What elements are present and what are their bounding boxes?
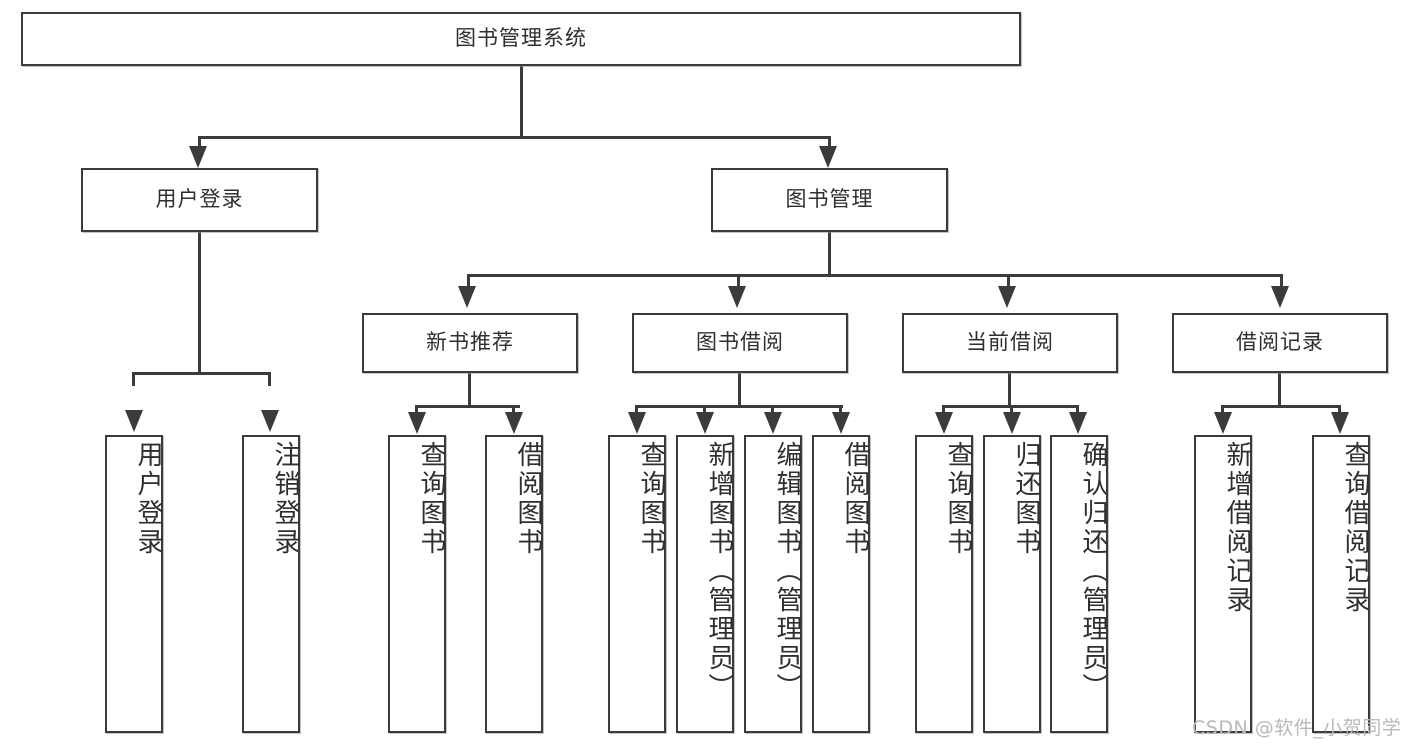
- node-label-leaf-add-borrow-record: 新增借阅记录: [1222, 441, 1252, 615]
- node-label-leaf-borrow-book-2: 借阅图书: [840, 441, 870, 557]
- arrow-leaf-logout-login-icon: [261, 410, 279, 432]
- node-label-leaf-logout-login: 注销登录: [270, 441, 300, 557]
- arrow-leaf-confirm-return-icon: [1069, 412, 1087, 434]
- connector-bb-drop-1: [635, 405, 638, 415]
- node-leaf-confirm-return[interactable]: 确认归还（管理员）: [1050, 435, 1108, 733]
- node-leaf-query-book-1[interactable]: 查询图书: [388, 435, 446, 733]
- node-leaf-add-book[interactable]: 新增图书（管理员）: [676, 435, 734, 733]
- node-leaf-logout-login[interactable]: 注销登录: [242, 435, 300, 733]
- connector-user-login-drop-1: [132, 372, 135, 386]
- arrow-leaf-user-login-icon: [125, 410, 143, 432]
- connector-book-mgmt-drop-1: [467, 274, 470, 288]
- arrow-book-borrow-icon: [728, 286, 746, 308]
- connector-bb-trunk: [738, 373, 741, 405]
- node-label-current-borrow: 当前借阅: [966, 330, 1054, 355]
- node-label-leaf-query-book-1: 查询图书: [416, 441, 446, 557]
- arrow-current-borrow-icon: [998, 286, 1016, 308]
- connector-cb-drop-1: [942, 405, 945, 415]
- node-label-book-management: 图书管理: [785, 187, 874, 212]
- arrow-leaf-borrow-book-1-icon: [505, 412, 523, 434]
- connector-nbr-drop-2: [512, 405, 515, 415]
- node-label-leaf-return-book: 归还图书: [1011, 441, 1041, 557]
- node-current-borrow[interactable]: 当前借阅: [902, 313, 1118, 373]
- connector-root-drop-right: [828, 136, 831, 150]
- connector-nbr-bus: [415, 405, 520, 408]
- connector-root-trunk: [520, 66, 523, 136]
- node-leaf-return-book[interactable]: 归还图书: [983, 435, 1041, 733]
- connector-nbr-trunk: [468, 373, 471, 405]
- node-borrow-record[interactable]: 借阅记录: [1172, 313, 1388, 373]
- connector-bb-drop-3: [771, 405, 774, 415]
- node-leaf-add-borrow-record[interactable]: 新增借阅记录: [1194, 435, 1252, 733]
- node-label-leaf-query-book-2: 查询图书: [636, 441, 666, 557]
- node-label-book-borrow: 图书借阅: [696, 330, 784, 355]
- node-label-borrow-record: 借阅记录: [1236, 330, 1324, 355]
- node-label-leaf-edit-book: 编辑图书（管理员）: [772, 441, 802, 702]
- arrow-leaf-add-borrow-record-icon: [1214, 412, 1232, 434]
- node-label-leaf-borrow-book-1: 借阅图书: [513, 441, 543, 557]
- node-label-leaf-query-borrow-record: 查询借阅记录: [1340, 441, 1370, 615]
- arrow-borrow-record-icon: [1271, 286, 1289, 308]
- node-leaf-borrow-book-2[interactable]: 借阅图书: [812, 435, 870, 733]
- connector-user-login-bus: [132, 372, 270, 375]
- connector-book-mgmt-drop-4: [1280, 274, 1283, 288]
- node-leaf-query-book-3[interactable]: 查询图书: [915, 435, 973, 733]
- connector-book-mgmt-trunk: [828, 232, 831, 274]
- connector-root-drop-left: [198, 136, 201, 150]
- connector-user-login-drop-2: [268, 372, 271, 386]
- connector-root-bus: [198, 136, 830, 139]
- connector-br-bus: [1221, 405, 1341, 408]
- arrow-leaf-query-book-1-icon: [408, 412, 426, 434]
- arrow-leaf-edit-book-icon: [764, 412, 782, 434]
- node-leaf-borrow-book-1[interactable]: 借阅图书: [485, 435, 543, 733]
- arrow-leaf-query-borrow-record-icon: [1331, 412, 1349, 434]
- connector-book-mgmt-drop-3: [1007, 274, 1010, 288]
- node-root[interactable]: 图书管理系统: [21, 12, 1021, 66]
- connector-cb-drop-2: [1010, 405, 1013, 415]
- connector-br-drop-1: [1221, 405, 1224, 415]
- connector-bb-bus: [635, 405, 843, 408]
- node-label-new-book-recommend: 新书推荐: [426, 330, 514, 355]
- node-label-leaf-confirm-return: 确认归还（管理员）: [1078, 441, 1108, 702]
- node-label-leaf-add-book: 新增图书（管理员）: [704, 441, 734, 702]
- watermark: CSDN @软件_小贺同学: [1192, 717, 1402, 739]
- arrow-new-book-recommend-icon: [458, 286, 476, 308]
- arrow-leaf-add-book-icon: [696, 412, 714, 434]
- connector-user-login-trunk: [198, 232, 201, 372]
- connector-bb-drop-2: [703, 405, 706, 415]
- node-book-borrow[interactable]: 图书借阅: [632, 313, 848, 373]
- node-book-management[interactable]: 图书管理: [711, 168, 948, 232]
- node-label-leaf-query-book-3: 查询图书: [943, 441, 973, 557]
- node-label-root: 图书管理系统: [455, 26, 587, 51]
- connector-nbr-drop-1: [415, 405, 418, 415]
- node-label-user-login: 用户登录: [155, 187, 244, 212]
- connector-book-mgmt-drop-2: [737, 274, 740, 288]
- arrow-leaf-query-book-3-icon: [935, 412, 953, 434]
- node-user-login[interactable]: 用户登录: [81, 168, 318, 232]
- node-leaf-query-borrow-record[interactable]: 查询借阅记录: [1312, 435, 1370, 733]
- connector-cb-drop-3: [1076, 405, 1079, 415]
- node-leaf-edit-book[interactable]: 编辑图书（管理员）: [744, 435, 802, 733]
- arrow-user-login-icon: [189, 146, 207, 168]
- arrow-leaf-query-book-2-icon: [628, 412, 646, 434]
- connector-bb-drop-4: [839, 405, 842, 415]
- node-new-book-recommend[interactable]: 新书推荐: [362, 313, 578, 373]
- connector-cb-trunk: [1008, 373, 1011, 405]
- arrow-leaf-borrow-book-2-icon: [832, 412, 850, 434]
- arrow-leaf-return-book-icon: [1003, 412, 1021, 434]
- arrow-book-management-icon: [819, 146, 837, 168]
- connector-book-mgmt-bus: [467, 274, 1283, 277]
- node-leaf-user-login[interactable]: 用户登录: [105, 435, 163, 733]
- node-leaf-query-book-2[interactable]: 查询图书: [608, 435, 666, 733]
- connector-br-trunk: [1278, 373, 1281, 405]
- node-label-leaf-user-login: 用户登录: [133, 441, 163, 557]
- connector-br-drop-2: [1338, 405, 1341, 415]
